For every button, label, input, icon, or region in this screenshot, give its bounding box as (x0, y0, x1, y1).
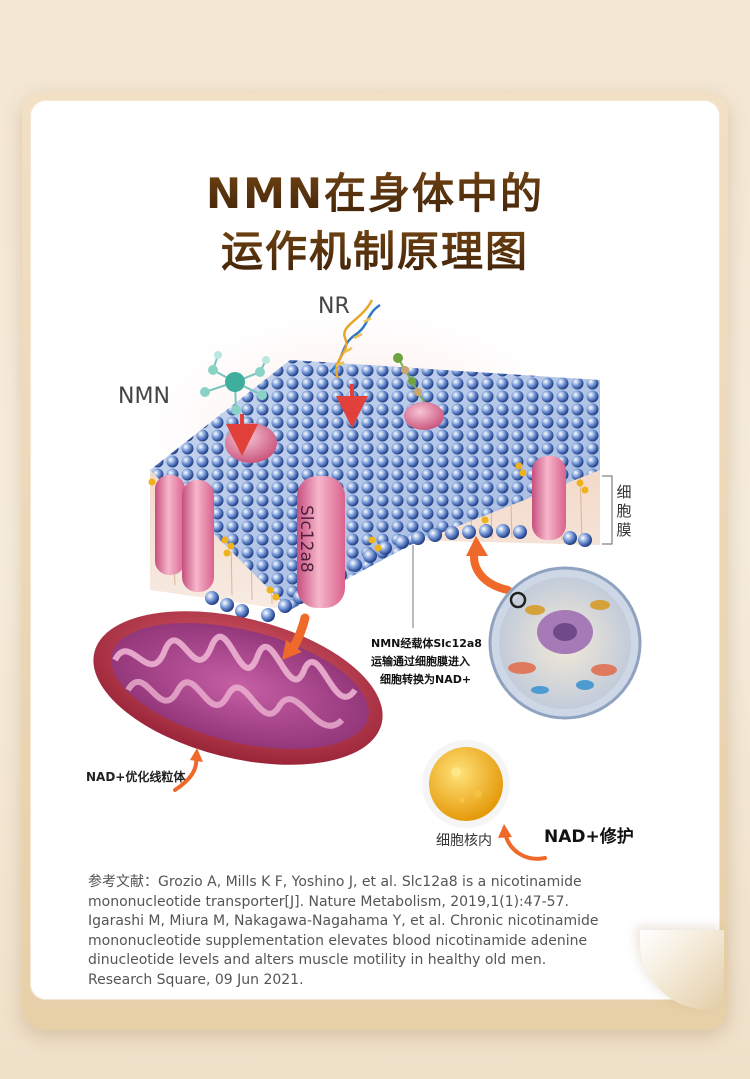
reference-line: mononucleotide supplementation elevates … (88, 933, 587, 949)
reference-line: Research Square, 09 Jun 2021. (88, 972, 304, 988)
mitochondria-label: NAD+优化线粒体 (86, 768, 185, 785)
slc12a8-label: Slc12a8 (296, 505, 316, 573)
reference-line: dinucleotide levels and alters muscle mo… (88, 952, 546, 968)
nucleus-label: 细胞核内 (436, 830, 492, 850)
nucleus-ball (422, 740, 510, 828)
cell-cross-section (490, 568, 640, 718)
receptor-dome-left (225, 423, 277, 463)
membrane-label: 细胞膜 (615, 483, 633, 540)
reference-line: Igarashi M, Miura M, Nakagawa-Nagahama Y… (88, 913, 599, 929)
repair-label: NAD+修护 (544, 822, 634, 847)
receptor-dome-right (404, 402, 444, 430)
references: 参考文献：Grozio A, Mills K F, Yoshino J, et … (88, 873, 688, 990)
reference-line: mononucleotide transporter[J]. Nature Me… (88, 894, 569, 910)
repair-label-arrowhead (498, 824, 512, 838)
transport-note-line-2: 运输通过细胞膜进入 (371, 653, 470, 671)
reference-line: 参考文献：Grozio A, Mills K F, Yoshino J, et … (88, 874, 582, 890)
channel-protein-right (532, 456, 566, 540)
transport-note-line-3: 细胞转换为NAD+ (380, 671, 471, 689)
nmn-label: NMN (118, 384, 170, 409)
membrane-bracket (602, 476, 612, 544)
nr-label: NR (318, 294, 350, 319)
transport-note-line-1: NMN经载体Slc12a8 (371, 635, 482, 653)
